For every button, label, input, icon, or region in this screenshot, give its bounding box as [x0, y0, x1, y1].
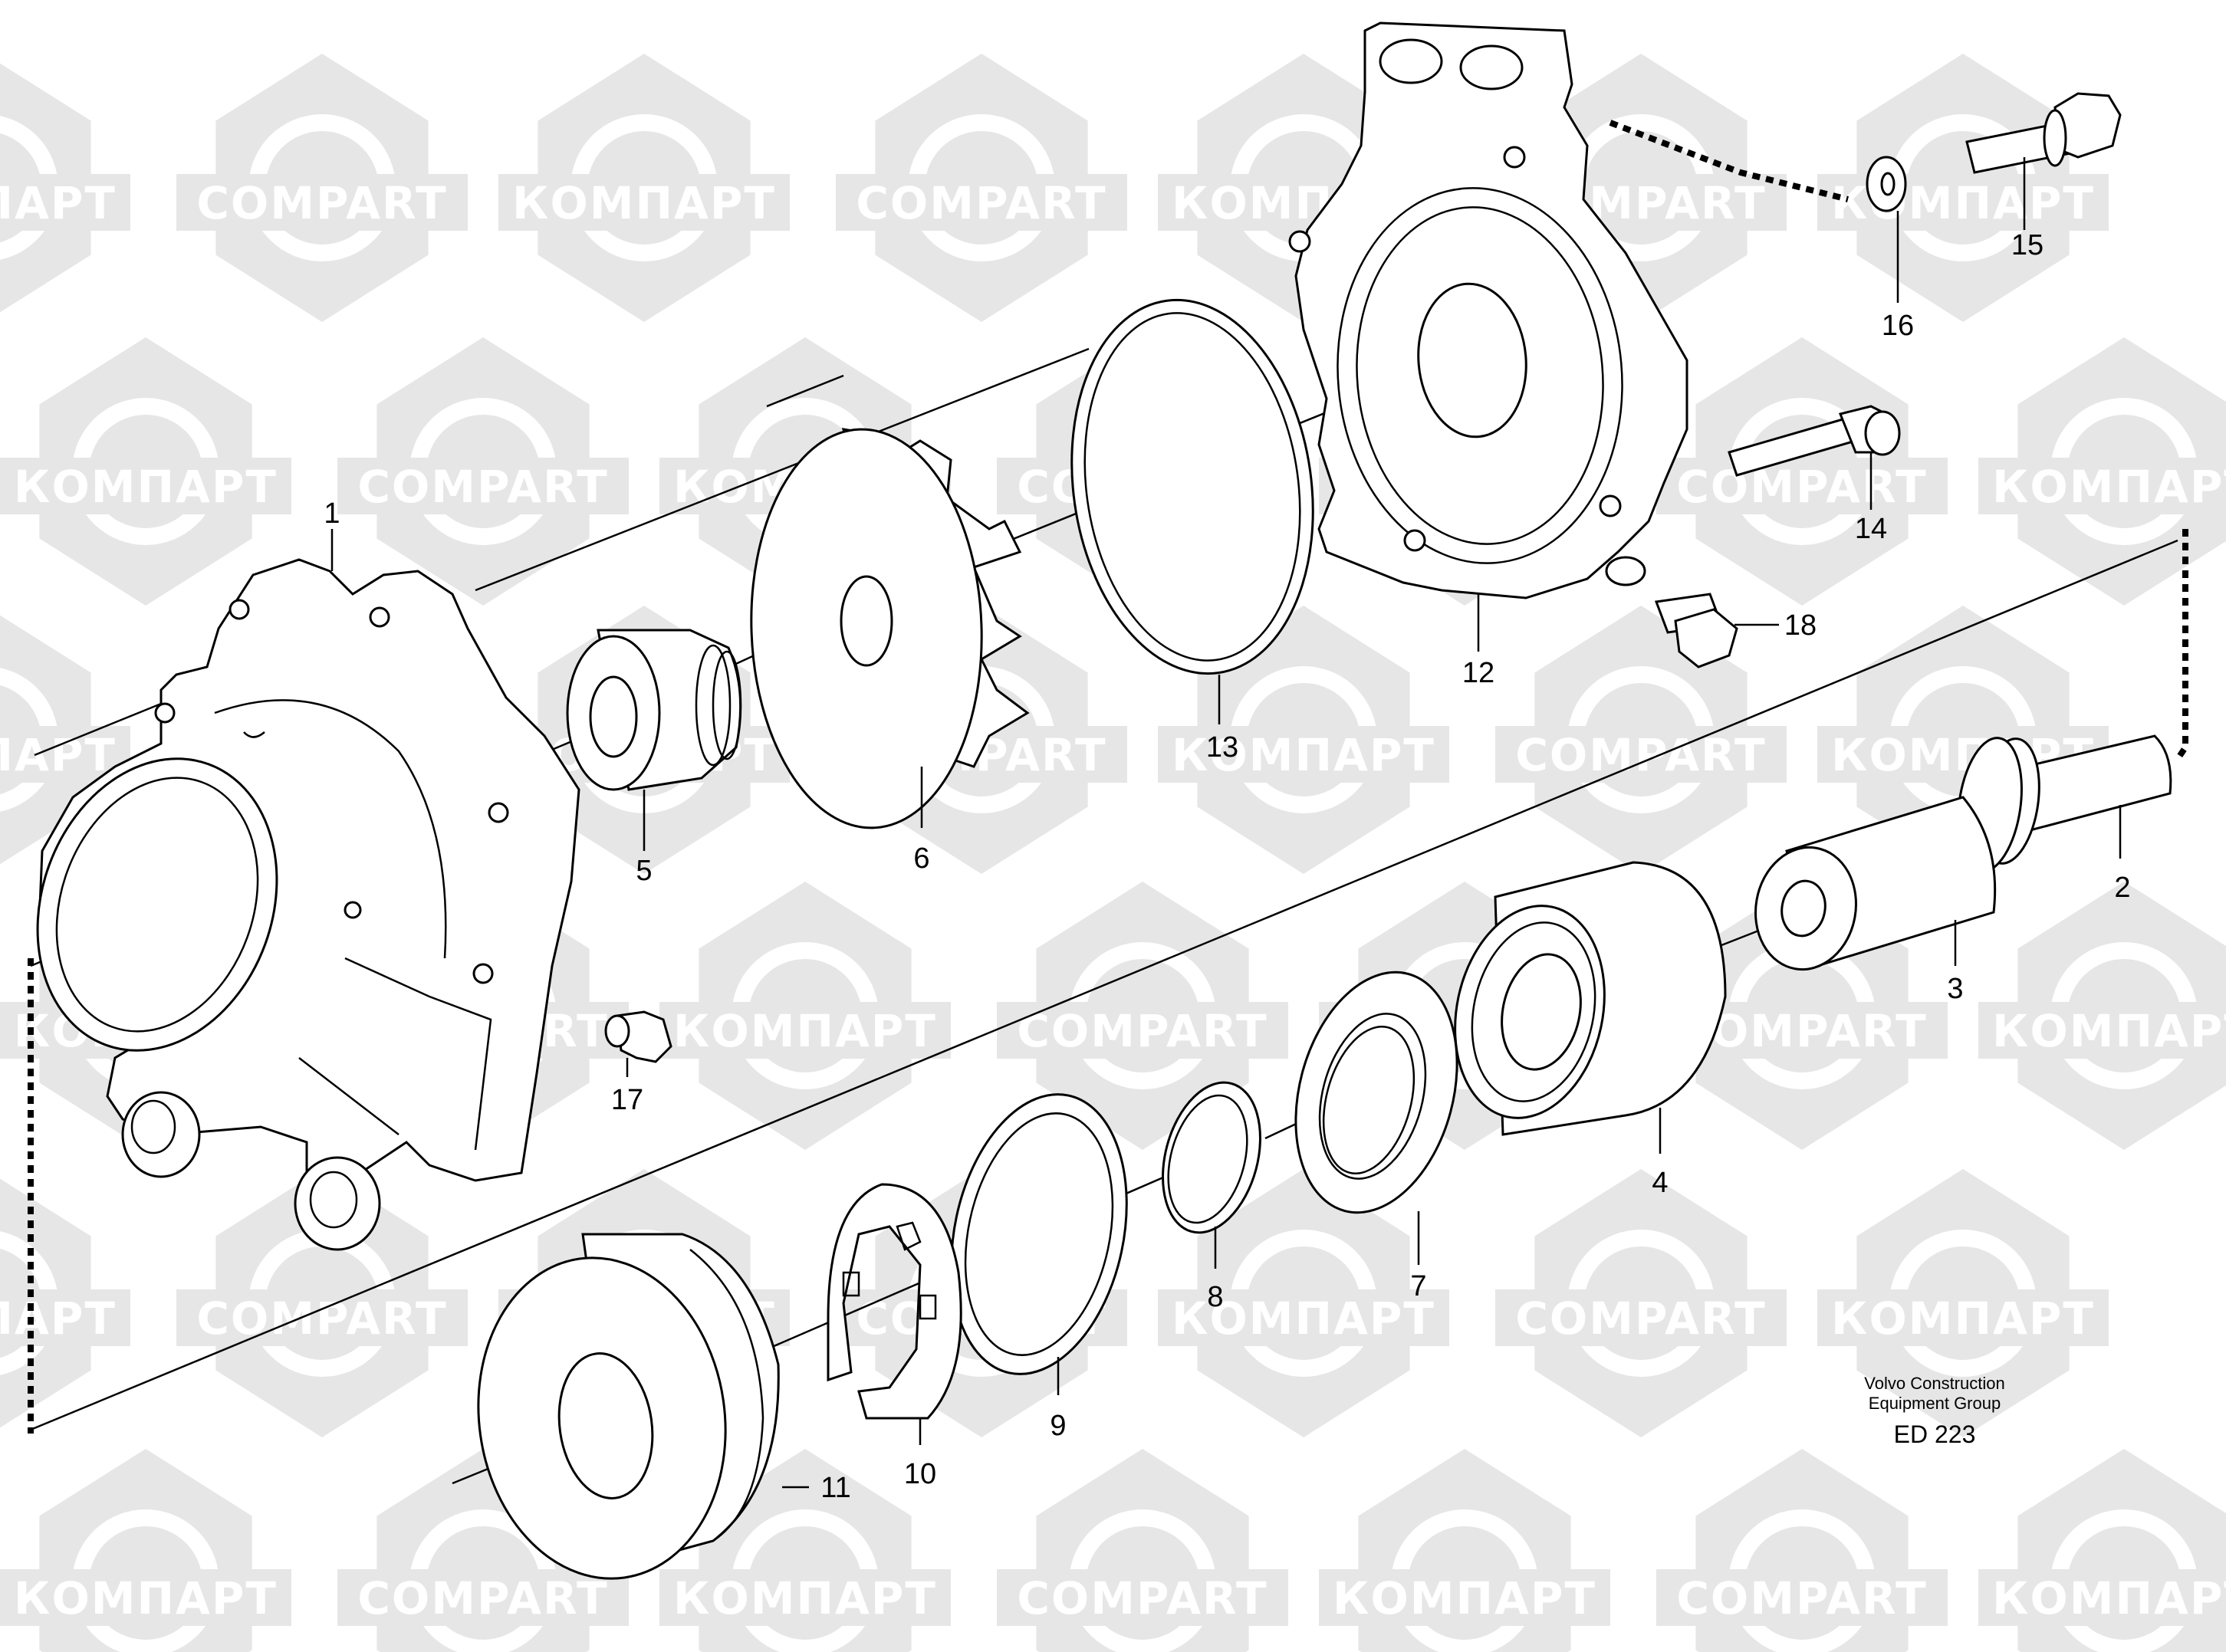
- callout-3: 3: [1947, 973, 1963, 1005]
- part-15-bolt: [1965, 92, 2122, 174]
- watermark-text: COMPART: [196, 1292, 447, 1345]
- watermark-text: COMPART: [357, 461, 608, 513]
- callout-11: 11: [820, 1472, 850, 1504]
- callout-5: 5: [636, 855, 652, 887]
- credit-line-2: Equipment Group: [1869, 1394, 2001, 1413]
- part-7-seal-ring: [1294, 971, 1458, 1214]
- watermark-text: КОМПАРТ: [1831, 1292, 2095, 1345]
- watermark-band: [659, 1002, 951, 1059]
- part-14-bolt: [1728, 405, 1901, 477]
- credit-line-1: Volvo Construction: [1864, 1374, 2004, 1393]
- watermark-band: [0, 1569, 291, 1626]
- watermark-text: COMPART: [1676, 461, 1927, 513]
- watermark-text: КОМПАРТ: [673, 1005, 937, 1057]
- callout-17: 17: [611, 1084, 643, 1116]
- watermark-band: [176, 1289, 468, 1346]
- watermark-text: КОМПАРТ: [0, 177, 117, 229]
- watermark-band: [1817, 1289, 2109, 1346]
- part-16-washer: [1866, 156, 1907, 212]
- watermark-band: [0, 1289, 130, 1346]
- watermark-text: COMPART: [1017, 1572, 1268, 1624]
- watermark-band: [1978, 1002, 2226, 1059]
- callout-1: 1: [324, 498, 340, 530]
- watermark-text: COMPART: [1515, 1292, 1766, 1345]
- watermark-band: [836, 174, 1127, 231]
- watermark-text: КОМПАРТ: [1172, 1292, 1435, 1345]
- callout-13: 13: [1206, 731, 1238, 764]
- part-4-bearing: [1454, 861, 1727, 1136]
- watermark-band: [1817, 174, 2109, 231]
- part-1-pump-housing: [36, 558, 580, 1251]
- watermark-text: COMPART: [1515, 729, 1766, 781]
- dashed-alignment-lines: [28, 120, 2188, 1434]
- watermark-text: COMPART: [1017, 1005, 1268, 1057]
- watermark-text: КОМПАРТ: [0, 729, 117, 781]
- part-10-lock-ring: [827, 1183, 962, 1420]
- watermark-band: [659, 1569, 951, 1626]
- callout-14: 14: [1855, 513, 1887, 545]
- callout-18: 18: [1784, 609, 1817, 642]
- watermark-band: [1656, 458, 1948, 514]
- watermark-band: [498, 174, 790, 231]
- callout-10: 10: [904, 1458, 936, 1490]
- callout-4: 4: [1652, 1167, 1668, 1199]
- callout-15: 15: [2011, 229, 2044, 261]
- part-9-washer: [950, 1093, 1128, 1375]
- watermark-band: [1158, 726, 1449, 783]
- part-5-seal: [566, 629, 742, 791]
- watermark-band: [337, 458, 629, 514]
- watermark-band: [1495, 726, 1787, 783]
- callout-2: 2: [2114, 872, 2130, 904]
- callout-9: 9: [1050, 1410, 1066, 1442]
- watermark-band: [1495, 1289, 1787, 1346]
- watermark-text: КОМПАРТ: [1992, 461, 2226, 513]
- watermark-band: [997, 1569, 1288, 1626]
- part-8-ring: [1162, 1081, 1261, 1234]
- part-6-impeller: [750, 428, 1030, 829]
- watermark-text: COMPART: [357, 1572, 608, 1624]
- callout-7: 7: [1410, 1270, 1426, 1302]
- watermark-band: [0, 458, 291, 514]
- watermark-text: КОМПАРТ: [673, 1572, 937, 1624]
- watermark-text: КОМПАРТ: [1172, 729, 1435, 781]
- credit-block: Volvo Construction Equipment Group ED 22…: [1864, 1374, 2004, 1448]
- callout-8: 8: [1207, 1281, 1223, 1313]
- watermark-band: [1656, 1569, 1948, 1626]
- watermark-text: КОМПАРТ: [512, 177, 776, 229]
- watermark-text: КОМПАРТ: [1992, 1572, 2226, 1624]
- watermark-band: [1978, 1569, 2226, 1626]
- diagram-code: ED 223: [1894, 1420, 1976, 1448]
- watermark-band: [176, 174, 468, 231]
- watermark-band: [1158, 1289, 1449, 1346]
- watermark-band: [337, 1569, 629, 1626]
- part-3-sleeve: [1754, 796, 1997, 971]
- part-18-plug-bolt: [1654, 593, 1738, 668]
- watermark-text: COMPART: [1676, 1572, 1927, 1624]
- watermark-text: КОМПАРТ: [14, 1572, 278, 1624]
- leader-lines: [330, 157, 2122, 1489]
- watermark-text: COMPART: [196, 177, 447, 229]
- part-17-plug: [604, 1010, 672, 1063]
- callout-16: 16: [1882, 310, 1914, 342]
- watermark-band: [0, 174, 130, 231]
- part-13-o-ring: [1070, 298, 1314, 675]
- callout-12: 12: [1462, 657, 1494, 689]
- callout-labels: 1 2 3 4 5 6 7 8 9 10 11 12 13 14 15 16 1…: [324, 229, 2130, 1504]
- watermark-text: COMPART: [856, 177, 1106, 229]
- watermark-band: [997, 1002, 1288, 1059]
- watermark-text: КОМПАРТ: [0, 1292, 117, 1345]
- part-12-pump-cover: [1288, 21, 1688, 599]
- watermark-band: [1978, 458, 2226, 514]
- part-11-pulley: [477, 1233, 780, 1580]
- watermark-text: КОМПАРТ: [1992, 1005, 2226, 1057]
- watermark-band: [1319, 1569, 1610, 1626]
- callout-6: 6: [913, 842, 929, 875]
- watermark-text: КОМПАРТ: [14, 461, 278, 513]
- watermark-text: КОМПАРТ: [1333, 1572, 1596, 1624]
